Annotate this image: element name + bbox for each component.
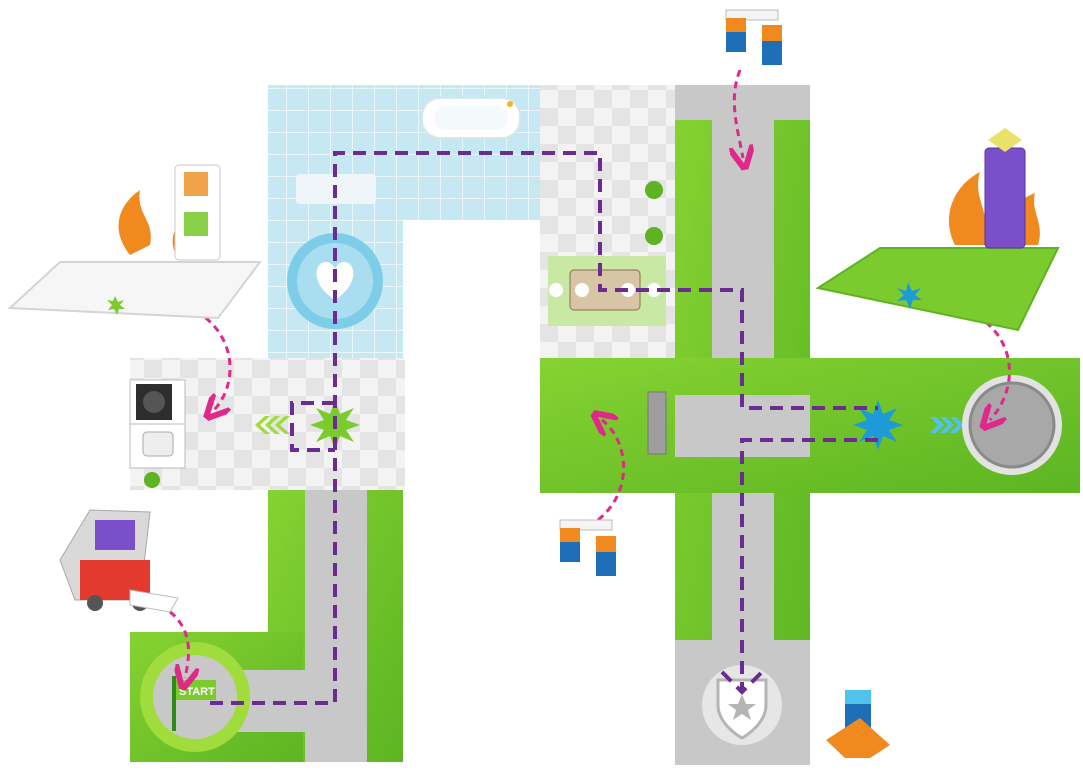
manhole-cover-icon	[962, 375, 1062, 475]
start-label: START	[179, 686, 215, 698]
bathtub-icon	[422, 98, 520, 138]
fire-truck-robot-icon	[60, 510, 178, 612]
barrier-blocks-lower-icon	[560, 520, 616, 576]
sink-icon	[130, 424, 185, 468]
bird-figure-icon	[826, 690, 890, 758]
fire-station-shield-icon	[675, 640, 810, 765]
barrier-blocks-icon	[726, 10, 782, 65]
plant-icon	[645, 227, 663, 245]
fire-scene-top-left-icon	[10, 165, 260, 318]
plant-icon	[144, 472, 160, 488]
stove-icon	[130, 380, 185, 424]
fire-scene-top-right-icon	[818, 128, 1058, 330]
plant-icon	[645, 181, 663, 199]
stone-wall	[648, 392, 666, 454]
